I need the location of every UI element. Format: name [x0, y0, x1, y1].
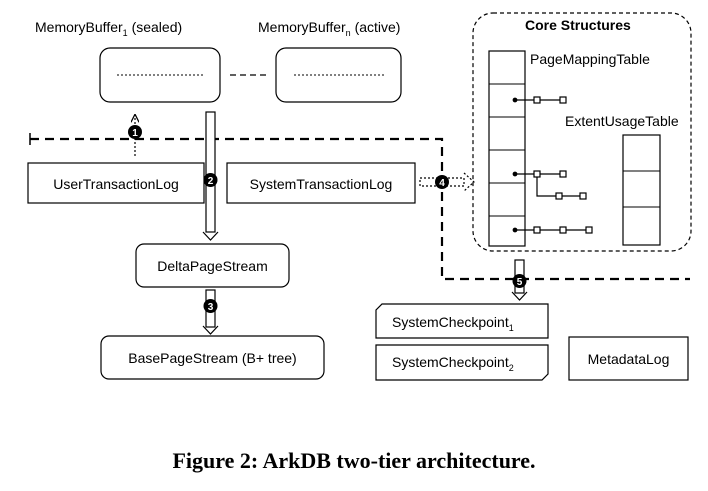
svg-text:DeltaPageStream: DeltaPageStream — [157, 258, 268, 274]
svg-text:SystemCheckpoint2: SystemCheckpoint2 — [392, 354, 514, 373]
memory-buffer-sealed-label: MemoryBuffer1 (sealed) — [35, 19, 182, 38]
step-1-badge: 1 — [128, 125, 142, 139]
svg-text:4: 4 — [439, 178, 445, 189]
user-transaction-log: UserTransactionLog — [27, 162, 205, 204]
page-mapping-table-label: PageMappingTable — [530, 51, 650, 67]
svg-text:BasePageStream (B+ tree): BasePageStream (B+ tree) — [128, 350, 296, 366]
mapping-chain-1 — [512, 96, 567, 104]
extent-usage-table-label: ExtentUsageTable — [565, 113, 679, 129]
step-2-badge: 2 — [203, 173, 218, 187]
svg-text:SystemTransactionLog: SystemTransactionLog — [250, 176, 393, 192]
system-transaction-log: SystemTransactionLog — [226, 162, 416, 204]
svg-text:MetadataLog: MetadataLog — [588, 351, 670, 367]
step-2-arrow — [202, 111, 219, 241]
svg-text:1: 1 — [132, 128, 138, 139]
step-4-badge: 4 — [435, 175, 449, 189]
delta-page-stream: DeltaPageStream — [135, 243, 290, 288]
step-5-badge: 5 — [512, 274, 527, 288]
page-mapping-table — [488, 50, 526, 247]
mapping-chain-2 — [512, 170, 587, 200]
memory-buffer-active-label: MemoryBuffern (active) — [258, 19, 400, 38]
system-checkpoint-1: SystemCheckpoint1 — [375, 303, 549, 339]
svg-text:3: 3 — [208, 302, 214, 313]
system-checkpoint-2: SystemCheckpoint2 — [375, 344, 549, 381]
metadata-log: MetadataLog — [568, 336, 689, 381]
step-3-badge: 3 — [203, 299, 218, 313]
core-structures-title: Core Structures — [525, 17, 631, 33]
memory-buffer-sealed — [99, 47, 221, 103]
memory-buffer-active — [275, 47, 402, 103]
svg-text:5: 5 — [517, 277, 523, 288]
svg-text:2: 2 — [208, 176, 214, 187]
svg-text:UserTransactionLog: UserTransactionLog — [53, 176, 179, 192]
mapping-chain-3 — [512, 226, 593, 234]
figure-caption: Figure 2: ArkDB two-tier architecture. — [172, 448, 536, 473]
core-structures-container — [472, 12, 692, 252]
tier-separator-top — [30, 137, 690, 281]
base-page-stream: BasePageStream (B+ tree) — [100, 335, 325, 380]
extent-usage-table — [622, 134, 661, 246]
svg-text:SystemCheckpoint1: SystemCheckpoint1 — [392, 314, 514, 333]
